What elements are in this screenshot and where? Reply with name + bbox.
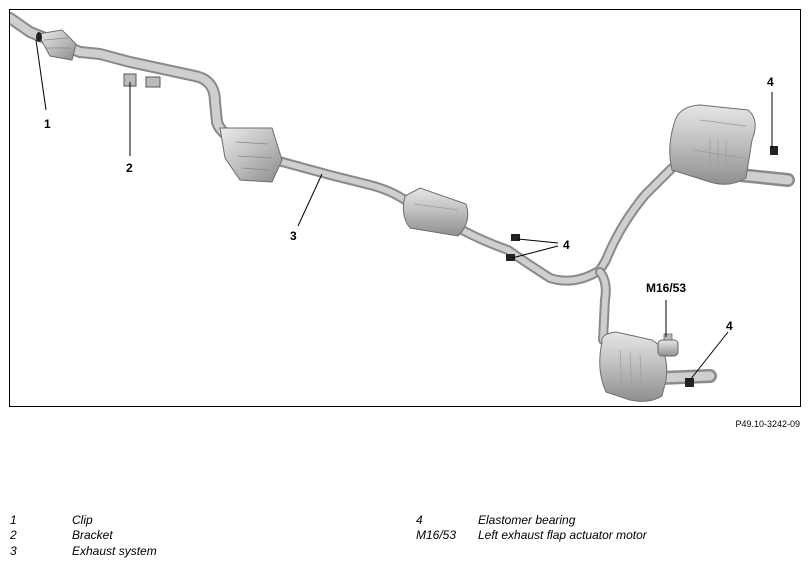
callout-m16-53: M16/53 — [646, 281, 686, 295]
center-silencer — [402, 187, 469, 237]
flap-actuator-motor — [657, 333, 679, 357]
middle-catalytic-converter — [219, 127, 283, 183]
exhaust-system-illustration: 1 2 3 4 4 4 M16/53 — [10, 12, 795, 402]
callout-4-left-rear: 4 — [726, 319, 733, 333]
legend-key: 2 — [10, 528, 17, 542]
left-rear-silencer — [599, 331, 668, 402]
legend-desc: Bracket — [72, 528, 113, 542]
diagram-frame: 1 2 3 4 4 4 M16/53 — [9, 9, 801, 407]
legend-desc: Clip — [72, 513, 93, 527]
leader-lines — [35, 39, 773, 381]
legend-desc: Exhaust system — [72, 544, 157, 558]
callout-3: 3 — [290, 229, 297, 243]
front-catalytic-converter — [37, 29, 77, 61]
legend-key: M16/53 — [416, 528, 457, 542]
bracket — [123, 73, 161, 88]
callout-4-right: 4 — [767, 75, 774, 89]
right-rear-silencer — [669, 104, 756, 185]
legend-key: 1 — [10, 513, 17, 527]
legend-desc: Elastomer bearing — [478, 513, 576, 527]
legend-key: 3 — [10, 544, 17, 558]
legend-desc: Left exhaust flap actuator motor — [478, 528, 647, 542]
figure-id: P49.10-3242-09 — [735, 419, 800, 429]
callout-1: 1 — [44, 117, 51, 131]
legend-key: 4 — [416, 513, 423, 527]
exhaust-pipe — [10, 12, 795, 385]
callout-2: 2 — [126, 161, 133, 175]
callout-4-center: 4 — [563, 238, 570, 252]
elastomer-bearings — [506, 146, 778, 387]
clip — [36, 32, 42, 42]
